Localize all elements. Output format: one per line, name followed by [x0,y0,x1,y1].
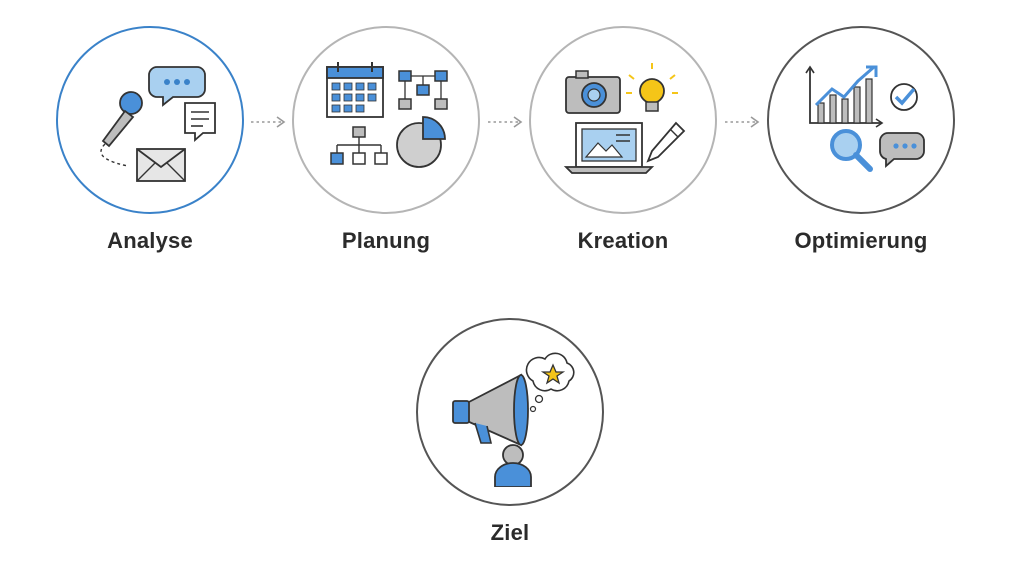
megaphone-person-star-icon [452,352,575,487]
chart-magnifier-check-icon [805,65,925,172]
step-kreation: Kreation [523,26,723,254]
step-circle-analyse [56,26,244,214]
step-circle-planung [292,26,480,214]
dotted-arrow-icon [488,116,523,128]
goal-label-ziel: Ziel [490,520,530,545]
step-analyse: Analyse [50,26,250,254]
microphone-chat-mail-icon [100,66,216,182]
step-circle-ziel [416,318,604,506]
calendar-flowchart-pie-icon [326,62,448,168]
step-planung: Planung [286,26,486,254]
camera-bulb-laptop-pencil-icon [563,63,686,174]
step-circle-optimierung [767,26,955,214]
step-ziel: Ziel [410,318,610,546]
dotted-arrow-icon [251,116,286,128]
step-circle-kreation [529,26,717,214]
step-label-planung: Planung [341,228,431,253]
dotted-arrow-icon [725,116,760,128]
step-optimierung: Optimierung [761,26,961,254]
step-label-optimierung: Optimierung [794,228,928,253]
step-label-analyse: Analyse [107,228,193,253]
step-label-kreation: Kreation [577,228,669,253]
